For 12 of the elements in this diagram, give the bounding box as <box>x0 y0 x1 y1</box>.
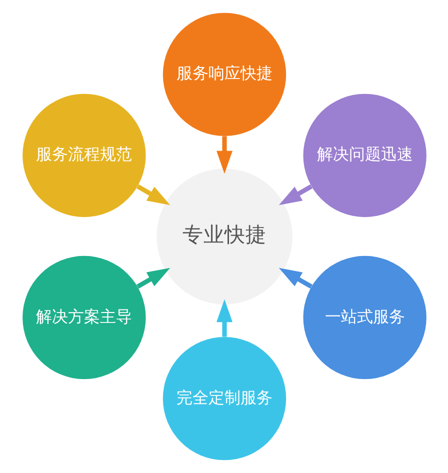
node-circle: 完全定制服务 <box>162 336 286 460</box>
node-circle: 一站式服务 <box>302 256 426 380</box>
arrow <box>278 184 312 206</box>
arrow <box>216 136 232 174</box>
node-circle: 服务流程规范 <box>22 94 146 218</box>
node-circle: 解决问题迅速 <box>302 94 426 218</box>
node-circle: 服务响应快捷 <box>162 12 286 136</box>
node-circle: 解决方案主导 <box>22 256 146 380</box>
arrow <box>136 268 170 289</box>
arrow <box>216 299 232 337</box>
arrow <box>136 184 170 206</box>
arrow <box>278 268 312 289</box>
